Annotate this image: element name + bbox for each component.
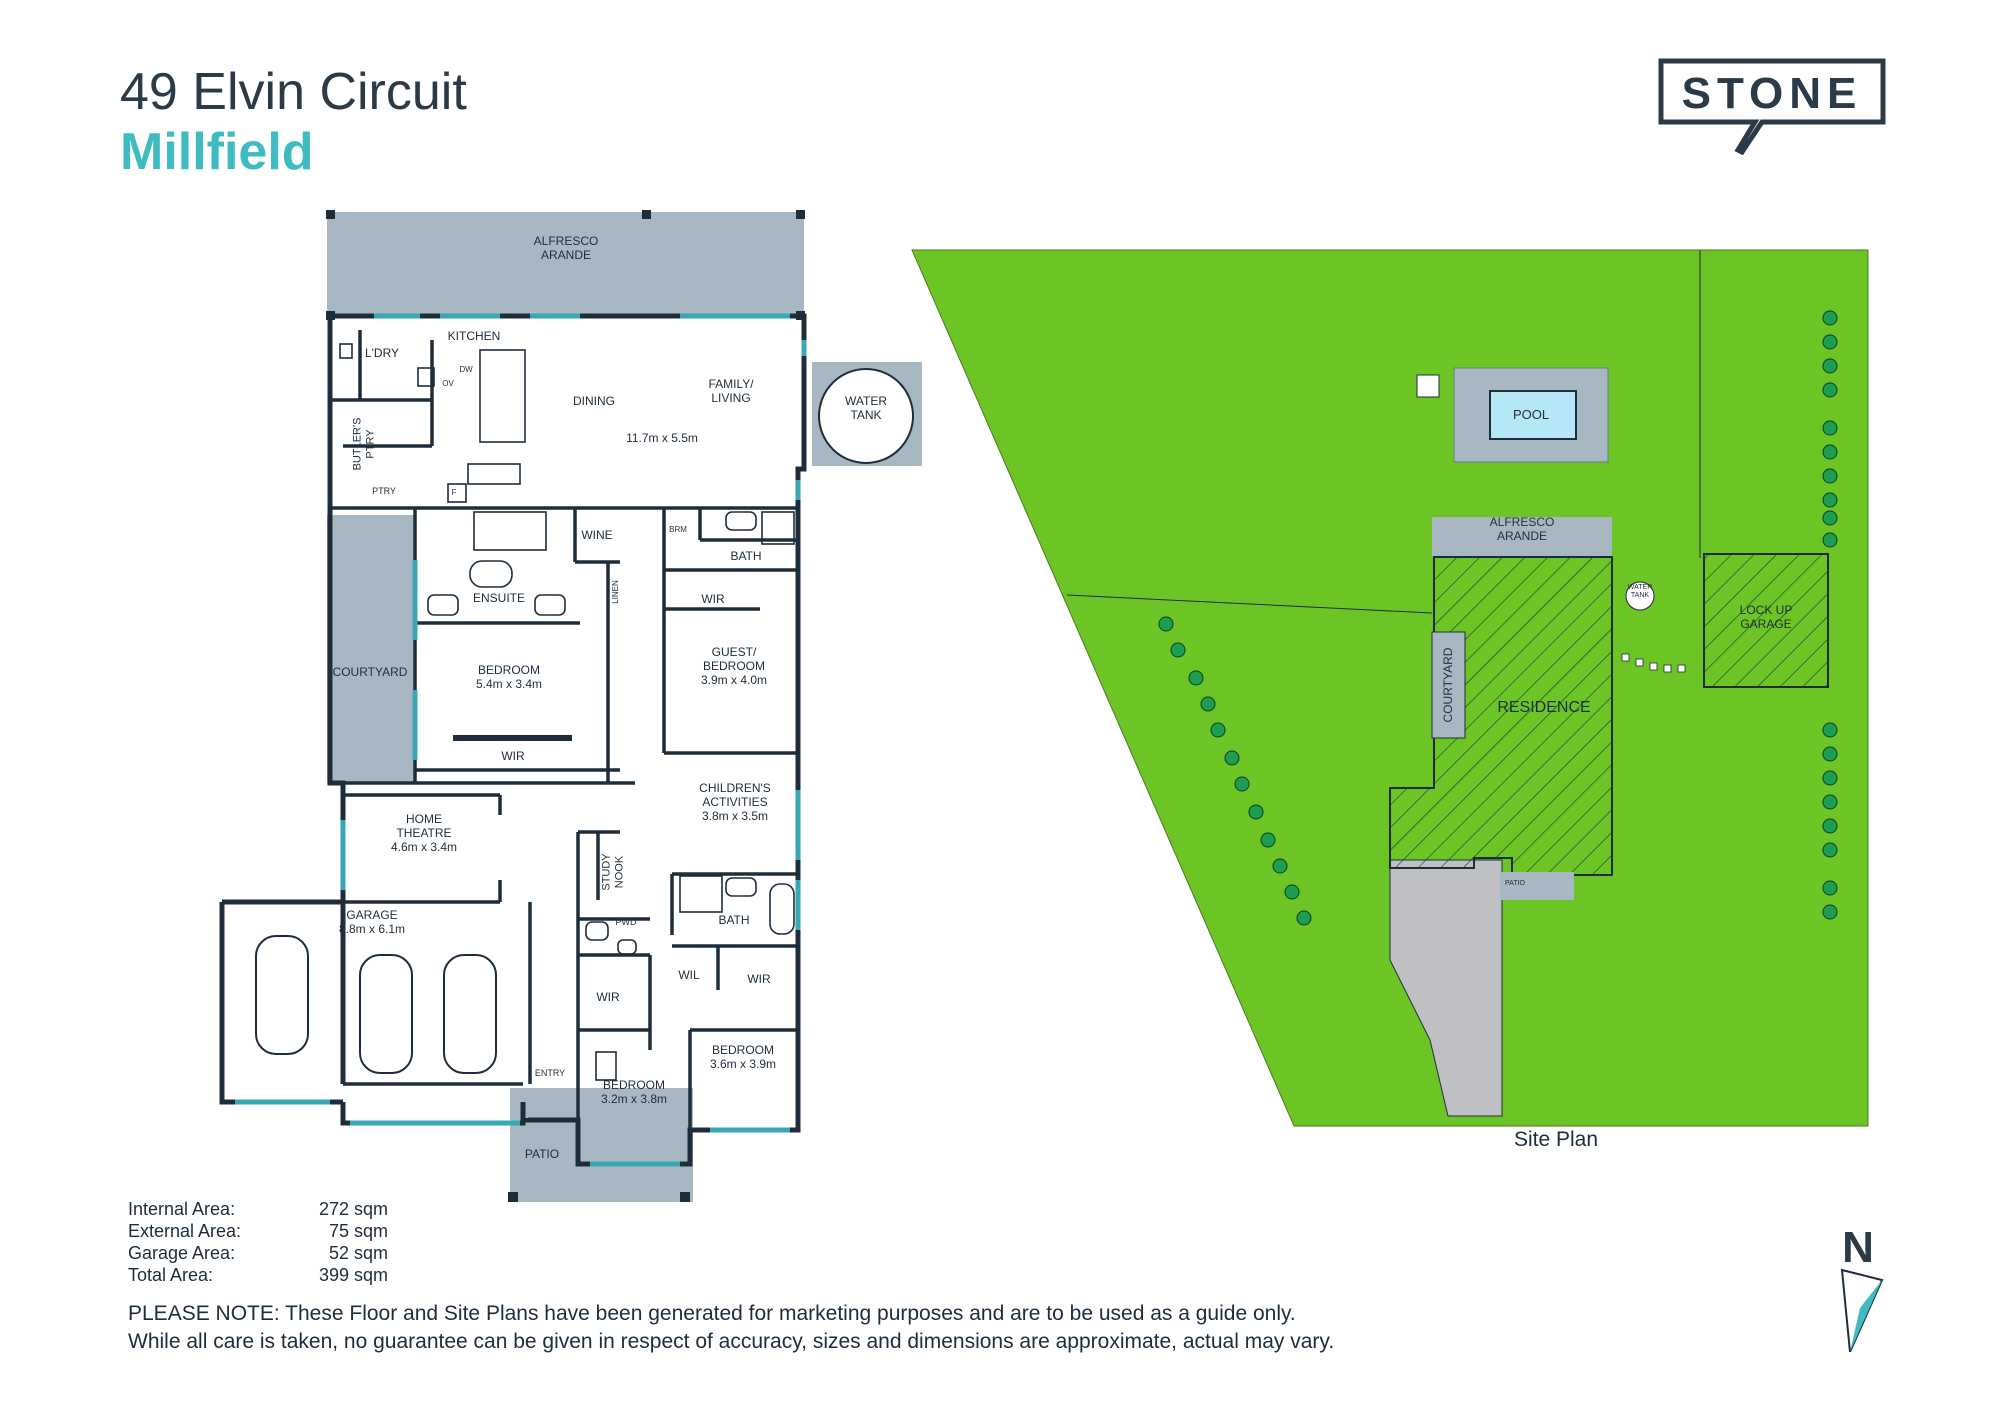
label-dishwasher: DW [459, 365, 473, 374]
disclaimer-line-2: While all care is taken, no guarantee ca… [128, 1330, 1335, 1353]
area-value: 399 sqm [318, 1265, 388, 1285]
site-patio [1500, 872, 1574, 900]
label-family-living: FAMILY/LIVING [708, 377, 754, 405]
label-pwd: PWD [616, 917, 637, 927]
label-study-nook: STUDYNOOK [601, 853, 626, 891]
garage-cars [255, 935, 497, 1074]
area-label: Internal Area: [128, 1199, 236, 1219]
alfresco-area [327, 212, 804, 316]
stepping-stones [1621, 653, 1686, 673]
label-wir-bed2: WIR [596, 990, 620, 1004]
boundary-line [1066, 594, 1433, 614]
fixtures [339, 343, 795, 1081]
stone-logo: STONE [1658, 58, 1886, 156]
site-trees [1158, 310, 1838, 926]
area-value: 75 sqm [328, 1221, 388, 1241]
site-label-patio: PATIO [1505, 880, 1526, 887]
property-address: 49 Elvin Circuit [120, 63, 467, 121]
north-arrow-fill [1850, 1280, 1882, 1352]
area-label: Garage Area: [128, 1243, 236, 1263]
suburb-name: Millfield [120, 123, 314, 181]
site-water-tank [1625, 581, 1655, 611]
site-label-courtyard: COURTYARD [1441, 647, 1455, 722]
pool [1489, 390, 1577, 440]
label-bath-top: BATH [730, 549, 761, 563]
label-laundry: L'DRY [365, 346, 399, 360]
interior-walls [330, 330, 798, 1130]
label-kitchen: KITCHEN [448, 329, 501, 343]
label-wir-bed3: WIR [747, 972, 771, 986]
area-value: 272 sqm [318, 1199, 388, 1219]
site-alfresco [1432, 517, 1612, 557]
area-value: 52 sqm [328, 1243, 388, 1263]
north-compass: N [1840, 1223, 1884, 1352]
label-oven: OV [442, 379, 454, 388]
label-courtyard: COURTYARD [333, 665, 408, 679]
driveway [1389, 859, 1503, 1117]
label-brm: BRM [669, 525, 687, 534]
label-linen: LINEN [611, 580, 620, 604]
courtyard-area [327, 515, 415, 783]
label-ensuite: ENSUITE [473, 591, 525, 605]
label-pantry: PTRY [372, 486, 396, 496]
disclaimer: PLEASE NOTE: These Floor and Site Plans … [128, 1300, 1334, 1356]
label-living-size: 11.7m x 5.5m [626, 431, 698, 445]
disclaimer-line-1: PLEASE NOTE: These Floor and Site Plans … [128, 1302, 1296, 1325]
area-label: Total Area: [128, 1265, 214, 1285]
windows [235, 313, 807, 1167]
label-wine: WINE [581, 528, 612, 542]
label-patio: PATIO [525, 1147, 559, 1161]
label-wil: WIL [678, 968, 700, 982]
water-tank [818, 368, 914, 464]
label-dining: DINING [573, 394, 615, 408]
label-entry: ENTRY [535, 1068, 565, 1078]
lockup-garage [1703, 553, 1829, 688]
label-wir-guest: WIR [701, 592, 725, 606]
logo-text: STONE [1682, 69, 1863, 118]
site-label-residence: RESIDENCE [1497, 699, 1590, 716]
label-fridge: F [452, 488, 457, 497]
posts [326, 210, 805, 1202]
label-wir-master: WIR [501, 749, 525, 763]
site-courtyard [1431, 631, 1466, 739]
patio-area [510, 1088, 693, 1202]
site-plan-caption: Site Plan [1514, 1128, 1598, 1151]
shed [1416, 374, 1440, 398]
area-label: External Area: [128, 1221, 242, 1241]
north-label: N [1842, 1223, 1874, 1272]
site-label-pool: POOL [1513, 407, 1549, 422]
lawn [911, 249, 1869, 1127]
label-butlers-pantry: BUTLER'SPTRY [352, 418, 377, 471]
label-bath-bottom: BATH [718, 913, 749, 927]
